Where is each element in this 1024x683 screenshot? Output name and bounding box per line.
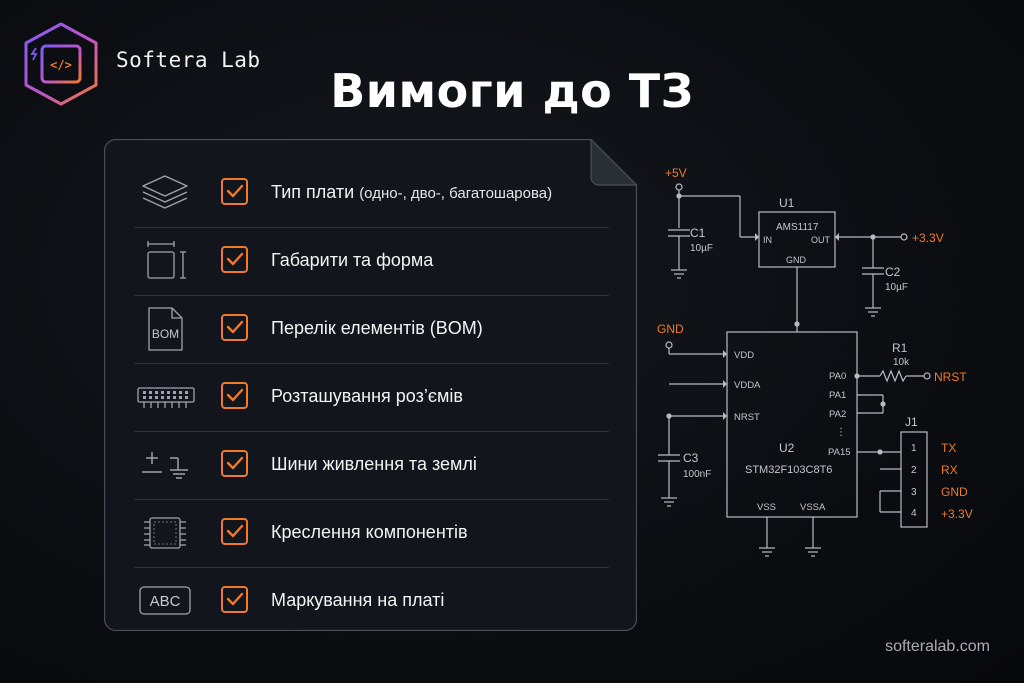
- u2-pin-pa1: PA1: [829, 390, 846, 401]
- u2-pin-pa0: PA0: [829, 371, 846, 382]
- checkbox-checked-icon[interactable]: [221, 450, 248, 477]
- c2-ref: C2: [885, 265, 901, 279]
- u1-pin-gnd: GND: [786, 255, 807, 265]
- checklist-item-board-type: Тип плати (одно-, дво-, багатошарова): [104, 160, 637, 228]
- circuit-schematic: +5V +3.3V GND NRST TX RX GND +3.3V C1 10…: [657, 166, 973, 557]
- checklist-item-silkscreen: ABC Маркування на платі: [104, 568, 637, 636]
- j1-net-3v3: +3.3V: [941, 507, 973, 521]
- bom-file-icon: BOM: [134, 306, 196, 352]
- item-label: Перелік елементів (BOM): [271, 318, 483, 338]
- divider: [134, 295, 609, 296]
- item-label: Розташування роз’ємів: [271, 386, 463, 406]
- item-label: Шини живлення та землі: [271, 454, 477, 474]
- u2-pin-vss: VSS: [757, 502, 776, 513]
- u2-pin-pa2: PA2: [829, 409, 846, 420]
- website-link[interactable]: softeralab.com: [885, 638, 990, 655]
- requirements-card: Тип плати (одно-, дво-, багатошарова) Га…: [104, 139, 637, 631]
- checkbox-checked-icon[interactable]: [221, 586, 248, 613]
- dimensions-icon: [134, 238, 196, 284]
- card-background: [104, 139, 637, 631]
- j1-ref: J1: [905, 415, 918, 429]
- j1-pin-4: 4: [911, 508, 917, 519]
- u1-pin-in: IN: [763, 235, 772, 245]
- net-label-3v3: +3.3V: [912, 231, 944, 245]
- layers-icon: [134, 170, 196, 216]
- abc-label-icon: ABC: [134, 578, 196, 624]
- j1-pin-3: 3: [911, 487, 917, 498]
- divider: [134, 499, 609, 500]
- j1-net-rx: RX: [941, 463, 958, 477]
- c2-value: 10µF: [885, 282, 908, 293]
- checkbox-checked-icon[interactable]: [221, 518, 248, 545]
- c3-ref: C3: [683, 451, 699, 465]
- divider: [134, 227, 609, 228]
- page-title: Вимоги до ТЗ: [330, 64, 694, 118]
- item-label: Маркування на платі: [271, 590, 445, 610]
- j1-pin-1: 1: [911, 443, 917, 454]
- divider: [134, 431, 609, 432]
- logo-chip-code-icon: </>: [22, 22, 100, 106]
- u2-pin-vssa: VSSA: [800, 502, 826, 513]
- chip-footprint-icon: [134, 510, 196, 556]
- power-ground-icon: [134, 442, 196, 488]
- c1-value: 10µF: [690, 243, 713, 254]
- checkbox-checked-icon[interactable]: [221, 178, 248, 205]
- j1-pin-2: 2: [911, 465, 917, 476]
- u2-pin-pa15: PA15: [828, 447, 851, 458]
- r1-ref: R1: [892, 341, 908, 355]
- item-label: Креслення компонентів: [271, 522, 468, 542]
- u1-pin-out: OUT: [811, 235, 831, 245]
- u2-pin-vdda: VDDA: [734, 380, 761, 391]
- u2-pin-vdd: VDD: [734, 350, 754, 361]
- u2-pin-nrst: NRST: [734, 412, 760, 423]
- net-label-5v: +5V: [665, 166, 687, 180]
- svg-text:</>: </>: [50, 58, 72, 72]
- checkbox-checked-icon[interactable]: [221, 382, 248, 409]
- u1-part: AMS1117: [776, 222, 819, 233]
- checkbox-checked-icon[interactable]: [221, 314, 248, 341]
- checklist-item-connectors: Розташування роз’ємів: [104, 364, 637, 432]
- u2-part: STM32F103C8T6: [745, 464, 832, 476]
- u1-ref: U1: [779, 196, 795, 210]
- r1-value: 10k: [893, 357, 910, 368]
- u2-pin-ellipsis: ⋮: [836, 427, 846, 438]
- bom-icon-text: BOM: [152, 327, 179, 341]
- checklist-item-footprints: Креслення компонентів: [104, 500, 637, 568]
- j1-net-gnd: GND: [941, 485, 968, 499]
- j1-net-tx: TX: [941, 441, 956, 455]
- item-label: Габарити та форма: [271, 250, 434, 270]
- brand-name: Softera Lab: [116, 48, 261, 72]
- item-sub-label: (одно-, дво-, багатошарова): [359, 185, 553, 202]
- item-label: Тип плати: [271, 182, 355, 202]
- net-label-nrst: NRST: [934, 370, 967, 384]
- checklist-item-power-ground: Шини живлення та землі: [104, 432, 637, 500]
- connector-icon: [134, 374, 196, 420]
- checklist-item-bom: BOM Перелік елементів (BOM): [104, 296, 637, 364]
- checkbox-checked-icon[interactable]: [221, 246, 248, 273]
- u2-ref: U2: [779, 441, 795, 455]
- c1-ref: C1: [690, 226, 706, 240]
- divider: [134, 363, 609, 364]
- abc-icon-text: ABC: [150, 593, 181, 610]
- divider: [134, 567, 609, 568]
- c3-value: 100nF: [683, 469, 711, 480]
- net-label-gnd: GND: [657, 322, 684, 336]
- checklist-item-dimensions: Габарити та форма: [104, 228, 637, 296]
